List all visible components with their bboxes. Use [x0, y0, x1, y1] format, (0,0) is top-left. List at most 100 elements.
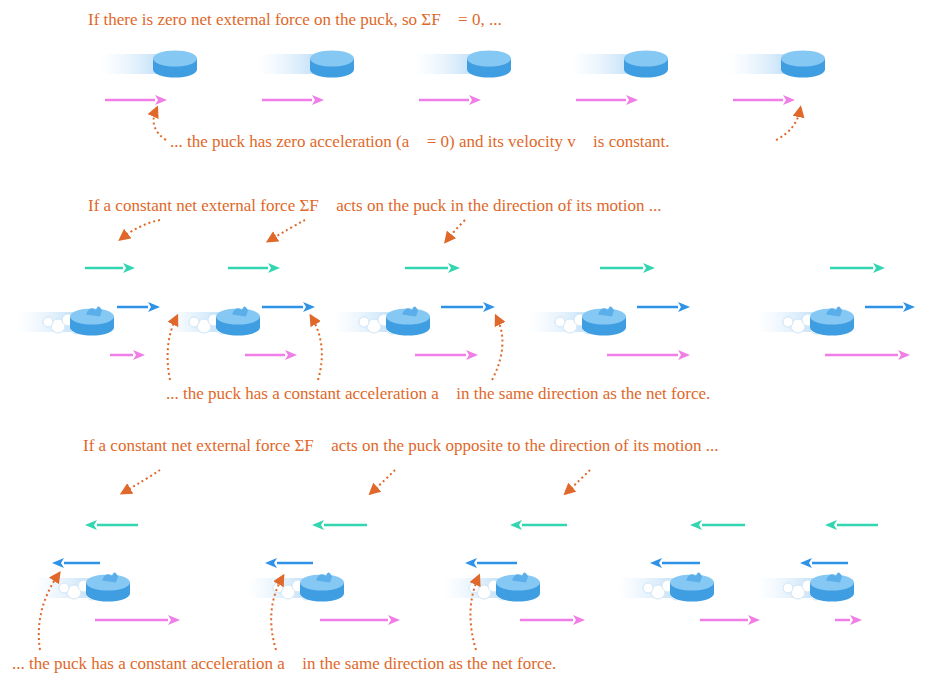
puck-top	[624, 51, 668, 67]
velocity-arrow	[520, 615, 585, 625]
puck	[571, 51, 668, 78]
leader-line	[271, 578, 282, 650]
puck	[100, 51, 197, 78]
acceleration-arrow-shaft	[812, 562, 848, 565]
exhaust-puff	[59, 583, 69, 593]
leader-line	[122, 220, 160, 238]
velocity-arrow	[733, 95, 795, 105]
force-arrow	[228, 263, 280, 273]
acceleration-arrow-shaft	[865, 306, 903, 309]
leader-line	[447, 220, 465, 240]
velocity-arrow-head	[168, 615, 180, 625]
force-arrow-head	[123, 263, 135, 273]
velocity-arrow-shaft	[245, 354, 285, 357]
caption-text: ... the puck has zero acceleration (a⃗ =…	[170, 132, 670, 152]
velocity-arrow-shaft	[105, 99, 155, 102]
acceleration-arrow-shaft	[262, 306, 303, 309]
velocity-arrow-head	[466, 350, 478, 360]
acceleration-arrow-head	[678, 302, 690, 312]
leader-line	[124, 470, 160, 492]
leader-line	[154, 110, 166, 140]
velocity-arrow	[105, 95, 167, 105]
force-arrow-shaft	[97, 524, 138, 527]
acceleration-arrow-shaft	[662, 562, 700, 565]
puck	[443, 573, 540, 602]
velocity-arrow	[607, 350, 690, 360]
force-arrow	[85, 263, 135, 273]
acceleration-arrow	[117, 302, 160, 312]
acceleration-arrow-shaft	[64, 562, 100, 565]
puck-top	[310, 51, 354, 67]
puck-top	[153, 51, 197, 67]
leader-line	[168, 318, 176, 380]
velocity-arrow-shaft	[262, 99, 312, 102]
velocity-arrow-shaft	[419, 99, 469, 102]
force-arrow-shaft	[702, 524, 745, 527]
force-arrow-shaft	[837, 524, 878, 527]
force-arrow-head	[268, 263, 280, 273]
puck-thruster	[102, 573, 118, 583]
acceleration-arrow-shaft	[441, 306, 483, 309]
acceleration-arrow-shaft	[117, 306, 148, 309]
velocity-arrow-head	[155, 95, 167, 105]
velocity-arrow-head	[133, 350, 145, 360]
exhaust-puff	[469, 583, 479, 593]
velocity-arrow-head	[626, 95, 638, 105]
leader-line	[776, 110, 800, 140]
exhaust-puff	[643, 583, 653, 593]
velocity-arrow-head	[748, 615, 760, 625]
force-arrow-shaft	[324, 524, 367, 527]
force-arrow-shaft	[522, 524, 567, 527]
acceleration-arrow	[441, 302, 495, 312]
force-arrow-head	[873, 263, 885, 273]
leader-line	[492, 318, 502, 380]
puck	[757, 307, 854, 336]
velocity-arrow-head	[898, 350, 910, 360]
caption-text: ... the puck has a constant acceleration…	[12, 654, 556, 674]
acceleration-arrow-head	[465, 558, 477, 568]
velocity-arrow-head	[285, 350, 297, 360]
acceleration-arrow-head	[650, 558, 662, 568]
velocity-arrow-head	[312, 95, 324, 105]
caption-text: If a constant net external force ΣF⃗ act…	[88, 196, 662, 216]
force-arrow-shaft	[600, 267, 643, 270]
leader-line	[312, 318, 322, 380]
puck	[757, 573, 854, 602]
velocity-arrow-shaft	[110, 354, 133, 357]
velocity-arrow-head	[783, 95, 795, 105]
force-arrow	[825, 520, 878, 530]
acceleration-arrow	[800, 558, 848, 568]
puck	[163, 307, 260, 336]
velocity-arrow	[825, 350, 910, 360]
acceleration-arrow	[865, 302, 915, 312]
puck	[33, 573, 130, 602]
acceleration-arrow-head	[265, 558, 277, 568]
puck-thruster	[512, 573, 528, 583]
exhaust-puff	[783, 317, 793, 327]
puck	[414, 51, 511, 78]
puck-thruster	[826, 573, 842, 583]
force-arrow-head	[825, 520, 837, 530]
velocity-arrow-shaft	[576, 99, 626, 102]
puck-thruster	[686, 573, 702, 583]
velocity-arrow	[700, 615, 760, 625]
puck-thruster	[316, 573, 332, 583]
velocity-arrow	[320, 615, 400, 625]
velocity-arrow-head	[850, 615, 862, 625]
puck	[17, 307, 114, 336]
acceleration-arrow-shaft	[477, 562, 517, 565]
acceleration-arrow-head	[483, 302, 495, 312]
puck-thruster	[86, 307, 102, 317]
velocity-arrow-shaft	[700, 619, 748, 622]
puck-thruster	[402, 307, 418, 317]
acceleration-arrow	[265, 558, 313, 568]
force-arrow-head	[312, 520, 324, 530]
force-arrow	[600, 263, 655, 273]
puck	[617, 573, 714, 602]
acceleration-arrow-head	[903, 302, 915, 312]
exhaust-puff	[555, 317, 565, 327]
leader-line	[270, 220, 305, 240]
force-arrow-shaft	[830, 267, 873, 270]
puck-top	[467, 51, 511, 67]
velocity-arrow	[576, 95, 638, 105]
